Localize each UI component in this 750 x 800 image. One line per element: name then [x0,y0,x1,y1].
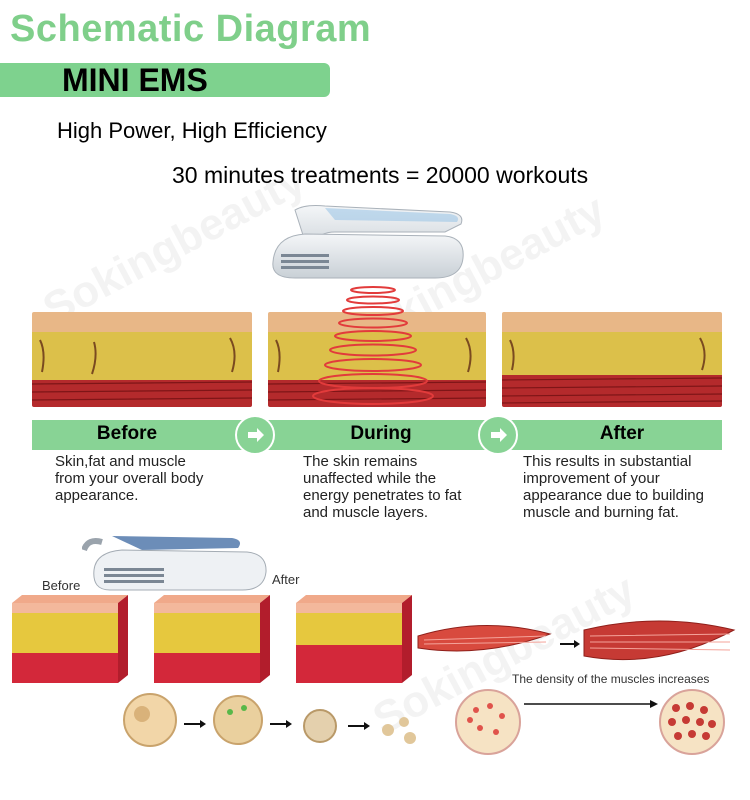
tissue-before [32,312,252,407]
arrow-right-icon-2 [478,415,518,455]
tissue-blocks-illustration [12,595,412,683]
lower-before-label: Before [42,578,81,593]
muscle-density-caption: The density of the muscles increases [512,672,710,686]
ems-device-illustration [272,205,464,279]
stage-label-before: Before [96,423,158,444]
stage-description-after: This results in substantial improvement … [523,453,704,521]
arrow-right-icon-1 [235,415,275,455]
ems-device-side-illustration [82,536,267,591]
stage-bar-during [268,420,486,450]
lower-after-label: After [272,572,300,587]
energy-rings-icon [312,286,434,405]
equation-text: 30 minutes treatments = 20000 workouts [172,162,589,188]
tagline: High Power, High Efficiency [57,118,327,143]
fat-cell-breakdown-illustration [123,693,416,747]
product-banner [0,63,330,97]
stage-bar-after [502,420,722,450]
tissue-after [502,312,722,407]
muscle-fiber-illustration [417,620,736,661]
stage-description-during: The skin remains unaffected while the en… [303,453,462,521]
stage-label-during: During [350,423,412,444]
product-label: MINI EMS [62,62,208,98]
page-title: Schematic Diagram [10,8,372,50]
stage-description-before: Skin,fat and muscle from your overall bo… [55,453,204,504]
stage-bar-before [32,420,252,450]
stage-label-after: After [599,423,645,444]
muscle-density-illustration [455,689,725,755]
